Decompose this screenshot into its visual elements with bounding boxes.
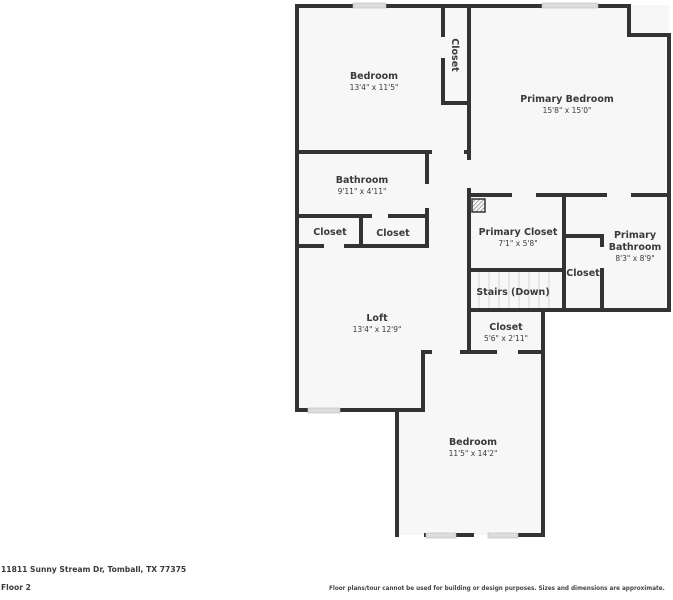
room-dims-bedroom-1: 13'4" x 11'5": [350, 83, 399, 92]
floor-plan: Bedroom 13'4" x 11'5" Closet Primary Bed…: [295, 2, 671, 539]
room-label-bedroom-1: Bedroom: [350, 71, 398, 82]
property-address: 11811 Sunny Stream Dr, Tomball, TX 77375: [1, 565, 187, 574]
room-label-primary-closet: Primary Closet: [479, 227, 558, 238]
floor-label: Floor 2: [1, 583, 31, 592]
room-label-loft: Loft: [366, 313, 388, 324]
room-label-closet-primary-bath: Closet: [566, 268, 600, 279]
room-label-closet-loft: Closet: [489, 322, 523, 333]
room-label-closet-mid: Closet: [376, 228, 410, 239]
hatched-shaft-icon: [471, 198, 486, 213]
room-label-primary-bathroom-line2: Bathroom: [609, 242, 662, 253]
room-dims-primary-bedroom: 15'8" x 15'0": [543, 106, 592, 115]
room-label-closet-left: Closet: [313, 227, 347, 238]
room-label-stairs: Stairs (Down): [476, 287, 549, 298]
room-dims-loft: 13'4" x 12'9": [353, 325, 402, 334]
room-dims-closet-loft: 5'6" x 2'11": [484, 334, 528, 343]
room-label-bedroom-2: Bedroom: [449, 437, 497, 448]
room-dims-bedroom-2: 11'5" x 14'2": [449, 449, 498, 458]
room-dims-primary-bathroom: 8'3" x 8'9": [615, 254, 654, 263]
room-dims-bathroom: 9'11" x 4'11": [338, 187, 387, 196]
room-label-primary-bathroom-line1: Primary: [614, 230, 657, 241]
room-label-primary-bedroom: Primary Bedroom: [520, 94, 614, 105]
walls: [295, 4, 671, 537]
room-label-closet-bedroom-1: Closet: [449, 38, 460, 72]
disclaimer: Floor plans/tour cannot be used for buil…: [329, 586, 665, 592]
windows: [307, 2, 599, 539]
room-dims-primary-closet: 7'1" x 5'8": [498, 239, 537, 248]
stair-treads: [478, 272, 550, 308]
room-label-bathroom: Bathroom: [336, 175, 389, 186]
